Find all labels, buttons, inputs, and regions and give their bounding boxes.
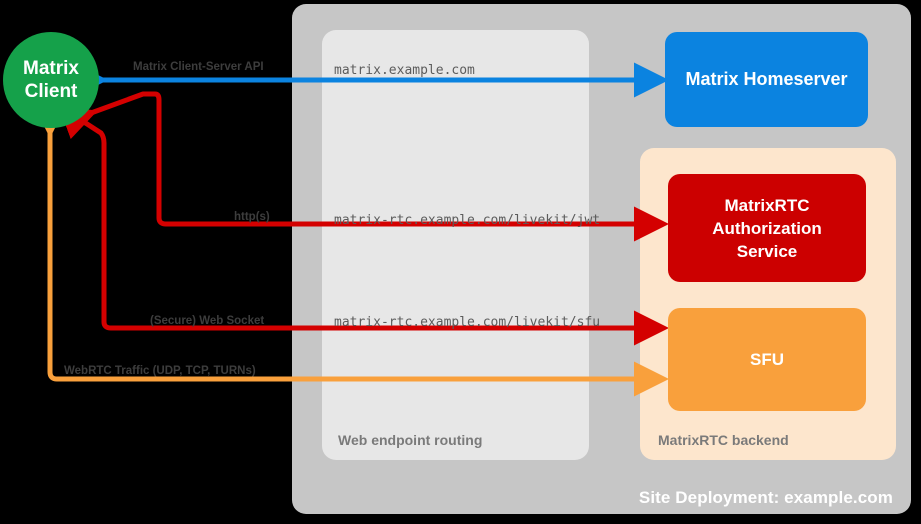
edge-webrtc-traffic — [32, 103, 670, 397]
matrix-client-label-line2: Client — [24, 81, 78, 102]
node-matrix-client[interactable]: Matrix Client — [3, 32, 99, 128]
matrix-homeserver-label: Matrix Homeserver — [685, 69, 848, 89]
sfu-label: SFU — [750, 349, 784, 369]
matrix-client-label-line1: Matrix — [23, 58, 79, 79]
auth-label-line2: Authorization — [712, 218, 822, 238]
endpoint-label-livekit-sfu: matrix-rtc.example.com/livekit/sfu — [334, 315, 601, 330]
web-endpoint-routing-label: Web endpoint routing — [338, 432, 483, 448]
node-matrixrtc-authorization-service[interactable]: MatrixRTC Authorization Service — [668, 174, 866, 282]
edge-label-matrix-client-server-api: Matrix Client-Server API — [133, 61, 264, 73]
node-sfu[interactable]: SFU — [668, 308, 866, 411]
node-matrix-homeserver[interactable]: Matrix Homeserver — [665, 32, 868, 127]
site-deployment-label: Site Deployment: example.com — [638, 488, 893, 507]
endpoint-label-matrix-example-com: matrix.example.com — [334, 63, 475, 78]
endpoint-label-livekit-jwt: matrix-rtc.example.com/livekit/jwt — [334, 213, 601, 228]
edge-label-secure-websocket: (Secure) Web Socket — [150, 315, 265, 327]
edge-http-jwt — [58, 91, 670, 242]
auth-label-line3: Service — [736, 241, 798, 261]
matrixrtc-backend-label: MatrixRTC backend — [658, 432, 789, 448]
edge-label-webrtc-traffic: WebRTC Traffic (UDP, TCP, TURNs) — [64, 365, 256, 377]
auth-label-line1: MatrixRTC — [724, 195, 810, 215]
edge-label-http: http(s) — [234, 211, 270, 223]
